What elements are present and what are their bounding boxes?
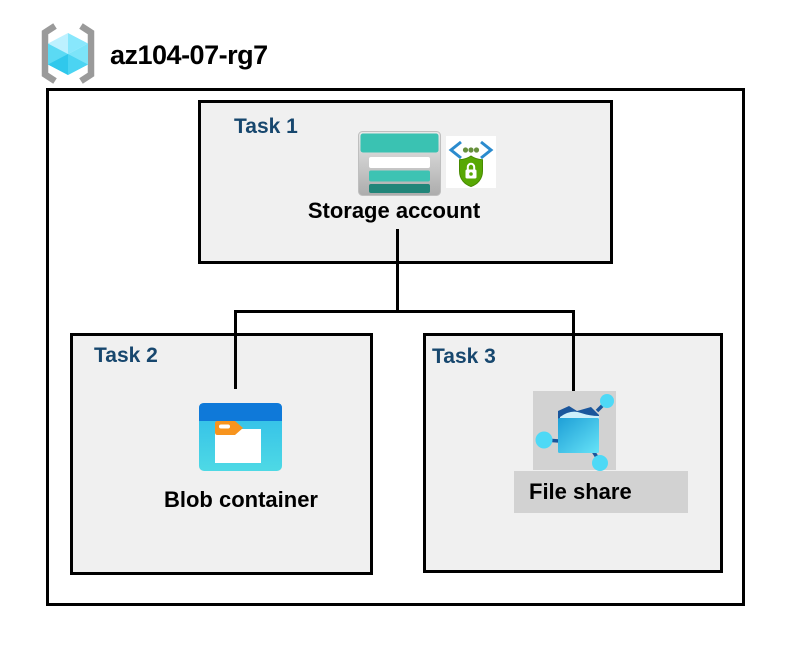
task3-label: Task 3 (432, 345, 496, 368)
secure-transfer-icon (446, 136, 496, 188)
file-share-label-band: File share (514, 471, 688, 513)
file-share-icon (535, 394, 614, 471)
storage-account-icon (358, 131, 441, 196)
task1-label: Task 1 (234, 115, 298, 138)
task2-label: Task 2 (94, 344, 158, 367)
resource-group-icon (41, 23, 95, 84)
file-share-label: File share (529, 479, 632, 504)
task1-box: Task 1 Storage account (198, 100, 613, 264)
resource-group-header: az104-07-rg7 (0, 0, 788, 88)
storage-account-label: Storage account (307, 198, 481, 223)
file-share-icon-background (533, 391, 616, 471)
blob-container-label: Blob container (163, 487, 318, 512)
task2-box: Task 2 Blob container (70, 333, 373, 575)
task3-box: Task 3 File share (423, 333, 723, 573)
resource-group-name: az104-07-rg7 (110, 40, 268, 70)
blob-container-icon (199, 403, 282, 471)
